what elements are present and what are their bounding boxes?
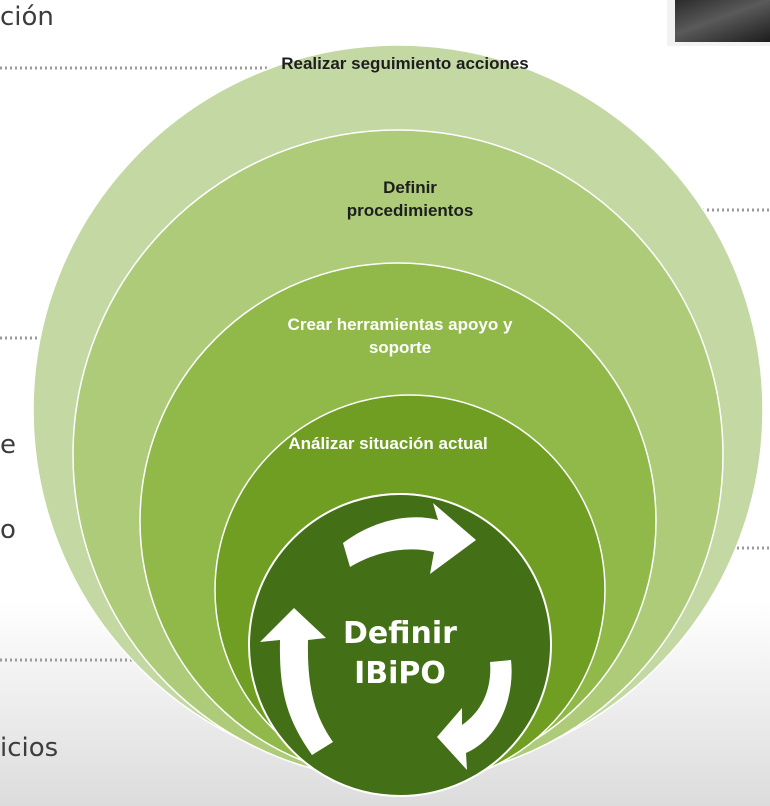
cycle-arrow-icon bbox=[260, 608, 333, 755]
ring-label-herramientas: Crear herramientas apoyo y soporte bbox=[287, 315, 513, 357]
left-text-fragment: ción bbox=[0, 2, 54, 32]
ring-label-seguimiento: Realizar seguimiento acciones bbox=[281, 54, 529, 73]
left-text-fragment: icios bbox=[0, 733, 59, 763]
cycle-arrow-icon bbox=[437, 660, 512, 770]
core-label: Definir IBiPO bbox=[343, 616, 457, 691]
photo-thumbnail bbox=[667, 0, 770, 46]
left-text-fragment: e bbox=[0, 430, 16, 460]
left-text-fragment: o bbox=[0, 515, 16, 545]
ring-label-analizar: Análizar situación actual bbox=[288, 434, 488, 453]
ring-label-procedimientos: Definir procedimientos bbox=[346, 178, 474, 220]
cycle-arrow-icon bbox=[343, 503, 476, 574]
